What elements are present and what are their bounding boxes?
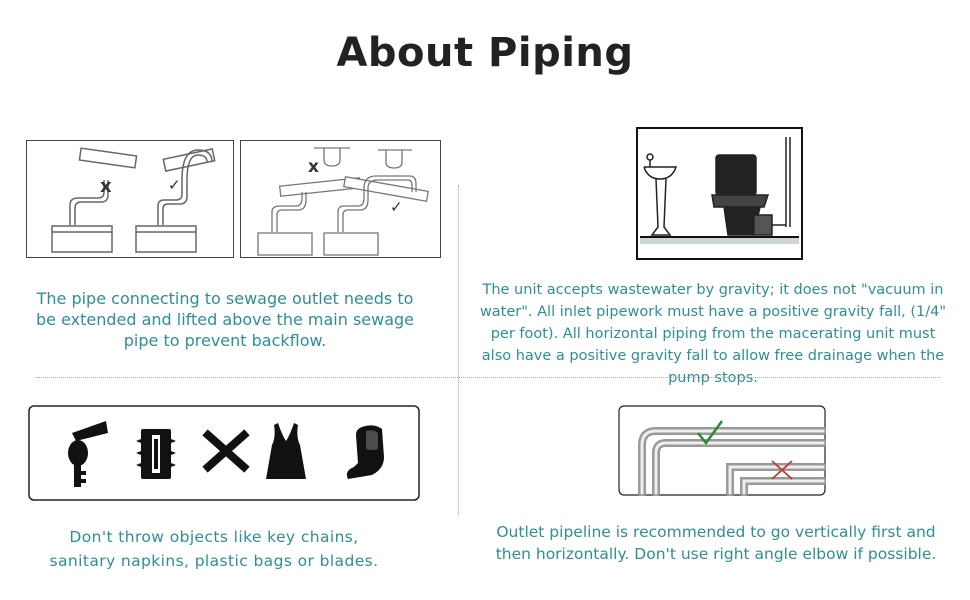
wrong-mark: x [308, 157, 319, 177]
napkin-icon [346, 425, 384, 479]
page-title: About Piping [336, 30, 634, 76]
wrong-mark: x [100, 176, 112, 197]
caption-top-left: The pipe connecting to sewage outlet nee… [35, 289, 415, 350]
plastic-bag-icon [266, 423, 306, 479]
caption-bottom-left: Don't throw objects like key chains, san… [49, 528, 379, 570]
prohibited-objects-box [28, 405, 420, 501]
pipe-lift-diagram-1: x ✓ [26, 140, 234, 258]
outlet-pipeline-diagram [618, 405, 827, 497]
caption-bottom-right: Outlet pipeline is recommended to go ver… [495, 523, 937, 563]
bathroom-illustration [636, 127, 803, 260]
right-mark: ✓ [168, 176, 181, 194]
keys-icon [68, 421, 108, 487]
right-mark: ✓ [390, 198, 403, 216]
razor-blade-icon [136, 429, 176, 479]
horizontal-divider [36, 377, 940, 378]
caption-top-right: The unit accepts wastewater by gravity; … [479, 282, 947, 386]
cross-icon [202, 429, 250, 473]
pipe-lift-diagram-2: x ✓ [240, 140, 441, 258]
vertical-divider [458, 185, 459, 515]
